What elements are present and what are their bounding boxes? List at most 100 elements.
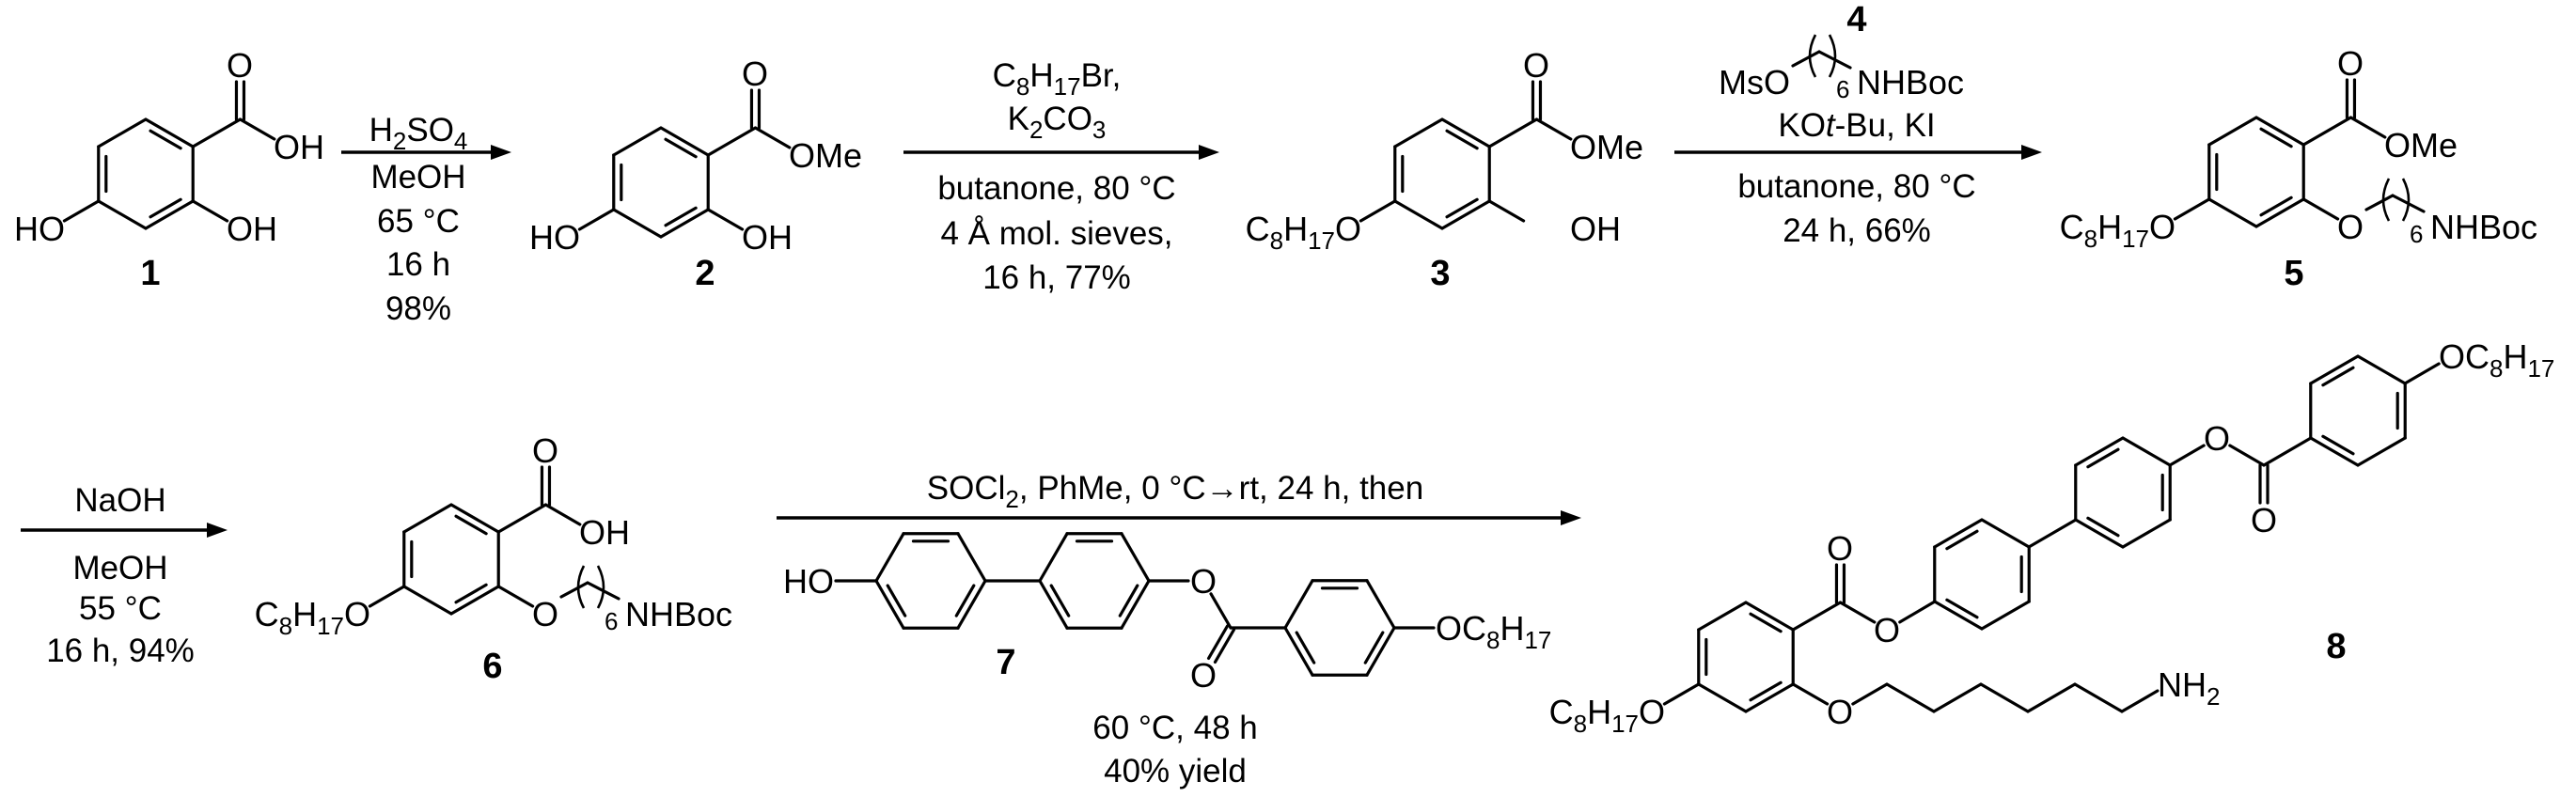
ring-bond (2254, 197, 2305, 228)
atom-label: O (532, 431, 558, 470)
atom-label: O (1190, 562, 1217, 601)
atom-label: OH (742, 218, 793, 257)
ring-bond (2356, 436, 2407, 467)
bond (1898, 600, 1937, 624)
temperature-time: 60 °C, 48 h (1092, 710, 1258, 746)
solvent: MeOH (370, 159, 465, 195)
ring-bond (2309, 436, 2360, 467)
atom-label: O (532, 595, 558, 633)
reaction-arrow-1 (341, 145, 511, 160)
bond (1791, 601, 1843, 632)
ring-bond (2074, 436, 2125, 467)
bond (496, 585, 535, 608)
ring-bond (1365, 626, 1396, 677)
step-3-conditions: 4 MsO 6 NHBoc KOt-Bu, KI butanone, 80 °C… (1719, 0, 1976, 249)
ring-bond (402, 503, 453, 534)
atom-label: OH (274, 128, 324, 166)
atom-label: MsO (1719, 63, 1790, 102)
ring-bond (449, 503, 500, 534)
compound-number: 3 (1430, 254, 1450, 293)
atom-label: O (2337, 44, 2364, 83)
double-bond (1213, 628, 1236, 664)
ring-bond (659, 126, 710, 157)
ring-bond (1980, 518, 2031, 549)
bond (2364, 194, 2395, 211)
temperature: 55 °C (79, 590, 162, 627)
aromatic-inner-bond (1445, 197, 1479, 219)
aromatic-inner-bond (2259, 195, 2293, 217)
bond-layer (62, 50, 2441, 713)
ring-bond (2074, 518, 2125, 549)
time-yield: 16 h, 77% (982, 259, 1131, 296)
compound-number: 7 (996, 643, 1015, 682)
atom-label: HO (783, 562, 834, 601)
reaction-arrow-2 (903, 145, 1219, 160)
compound-3: O OMe C8H17O OH 3 (1246, 46, 1643, 293)
aromatic-inner-bond (664, 137, 698, 159)
bond (753, 126, 792, 149)
bond (706, 126, 758, 157)
ring-bond (1120, 579, 1151, 630)
reagent: KOt-Bu, KI (1778, 107, 1935, 144)
atom-label: HO (14, 210, 65, 248)
bond (2026, 682, 2077, 713)
atom-label: NH2 (2158, 665, 2220, 711)
time: 16 h (386, 246, 450, 283)
aromatic-inner-bond (1749, 680, 1783, 702)
bond (2403, 362, 2441, 385)
bond (2262, 436, 2313, 467)
reagent: C8H17Br, (993, 57, 1122, 101)
bond (577, 208, 616, 231)
bond (1209, 592, 1233, 630)
bond (1534, 117, 1573, 141)
repeat-count: 6 (605, 607, 618, 635)
close-paren (1828, 34, 1837, 78)
atom-label: O (2337, 208, 2364, 246)
open-paren (1808, 34, 1817, 78)
ring-bond (1980, 600, 2031, 631)
ring-bond (1393, 117, 1444, 148)
bond (1932, 682, 1983, 713)
aromatic-inner-bond (1945, 598, 1979, 619)
ring-bond (97, 117, 148, 148)
ring-bond (144, 117, 195, 148)
aromatic-inner-bond (2086, 516, 2120, 538)
atom-label: O (1827, 693, 1853, 731)
atom-label: HO (529, 218, 580, 257)
bond (2168, 444, 2206, 467)
repeat-brackets (576, 34, 2411, 609)
atom-label: NHBoc (2430, 208, 2537, 246)
ring-bond (2356, 354, 2407, 385)
ring-bond (1933, 518, 1984, 549)
ring-bond (2207, 197, 2258, 228)
ring-bond (956, 579, 987, 630)
solvent: MeOH (72, 550, 167, 586)
ring-bond (449, 585, 500, 616)
ring-bond (1744, 682, 1795, 713)
yield: 98% (385, 290, 451, 327)
reagent: H2SO4 (369, 112, 468, 155)
aromatic-inner-bond (1049, 584, 1071, 617)
bond (1838, 601, 1877, 624)
bond (2073, 682, 2124, 713)
reagent: SOCl2, PhMe, 0 °C→rt, 24 h, then (927, 470, 1423, 513)
step-1-conditions: H2SO4 MeOH 65 °C 16 h 98% (369, 112, 468, 327)
solvent: butanone, 80 °C (937, 170, 1175, 207)
aromatic-inner-bond (2321, 434, 2355, 456)
aromatic-inner-bond (1945, 529, 1979, 551)
compound-number: 4 (1846, 0, 1866, 39)
aromatic-inner-bond (1749, 612, 1783, 633)
repeat-count: 6 (2410, 220, 2423, 248)
time-yield: 16 h, 94% (46, 633, 195, 669)
arrowhead (207, 523, 228, 538)
reagent: K2CO3 (1008, 101, 1107, 144)
aromatic-inner-bond (1118, 584, 1139, 617)
ring-bond (1120, 532, 1151, 583)
atom-label: OMe (789, 136, 862, 175)
bond (2120, 689, 2160, 713)
compound-5: O OMe O 6 NHBoc C8H17O 5 (2060, 44, 2537, 293)
ring-bond (1744, 601, 1795, 632)
compound-2: O OMe HO OH 2 (529, 55, 862, 293)
compound-number: 1 (140, 254, 160, 293)
